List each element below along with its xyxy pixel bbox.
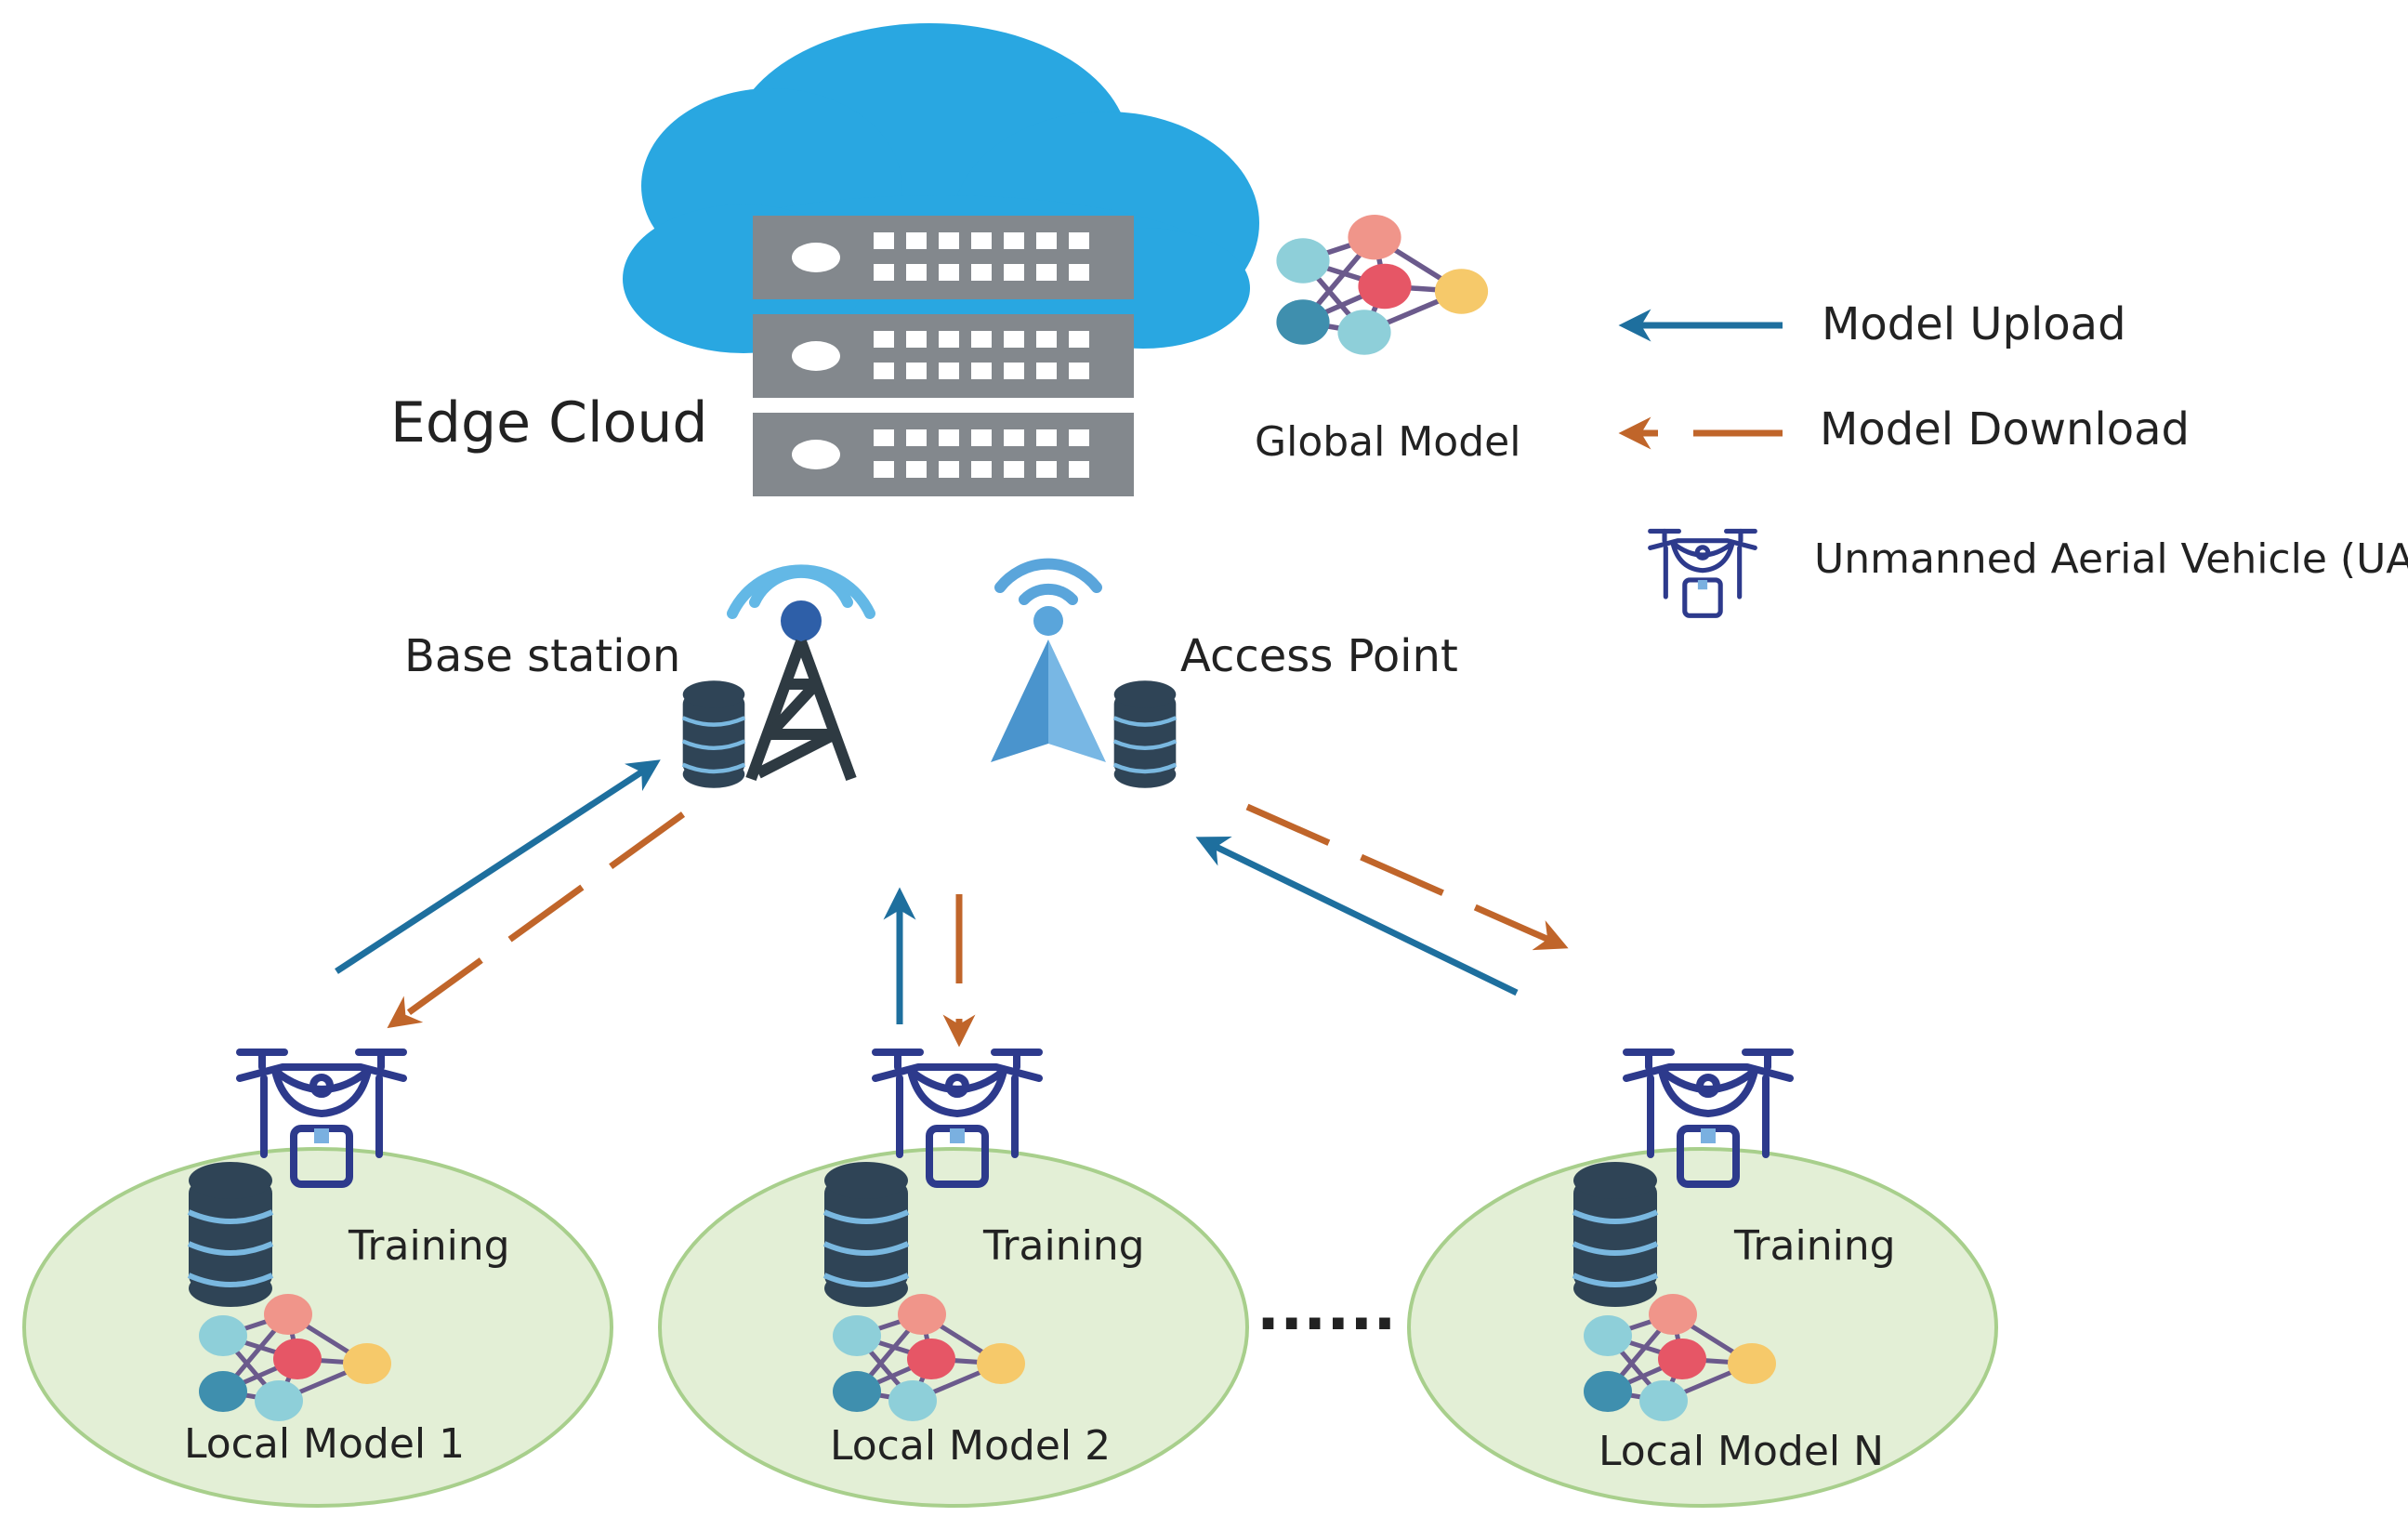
edge-cloud-icon [623,23,1259,353]
legend-uav-label: Unmanned Aerial Vehicle (UAV) [1814,535,2408,583]
base-station-tower-icon [727,564,875,782]
download-arrow-3 [1245,803,1569,951]
client-n-area [1407,1147,1998,1508]
client-2-training-label: Training [982,1222,1145,1270]
client-1: Training Local Model 1 [22,1052,613,1508]
client-2: Training Local Model 2 [658,1052,1249,1508]
client-2-local-model-label: Local Model 2 [830,1422,1111,1470]
base-station-database-icon [683,680,745,787]
client-1-training-label: Training [348,1222,510,1270]
legend: Model Upload Model Download Unmanned Aer… [1618,298,2408,615]
edge-cloud-label: Edge Cloud [390,390,707,455]
legend-download-label: Model Download [1820,403,2190,455]
legend-uav-icon [1651,531,1756,615]
server-rack-icon [753,216,1134,496]
client-n-local-model-label: Local Model N [1599,1428,1884,1475]
base-station-label: Base station [404,630,680,682]
access-point-label: Access Point [1180,630,1458,682]
client-1-area [22,1147,613,1508]
global-model-network-icon [1276,215,1488,355]
client-1-local-model-label: Local Model 1 [184,1420,465,1468]
communication-arrows [335,759,1569,1048]
more-clients-ellipsis: ...... [1257,1273,1396,1344]
client-2-database-icon [824,1162,908,1307]
access-point-icon [991,558,1106,762]
upload-arrow-3 [1195,836,1519,996]
download-arrow-1 [387,811,686,1029]
access-point-database-icon [1114,680,1177,787]
global-model-label: Global Model [1255,418,1520,466]
client-n-training-label: Training [1733,1222,1896,1270]
legend-upload-label: Model Upload [1822,298,2126,350]
upload-arrow-1 [335,759,661,974]
client-n-database-icon [1573,1162,1657,1307]
client-n: Training Local Model N [1407,1052,1998,1508]
client-1-database-icon [189,1162,272,1307]
client-2-area [658,1147,1249,1508]
